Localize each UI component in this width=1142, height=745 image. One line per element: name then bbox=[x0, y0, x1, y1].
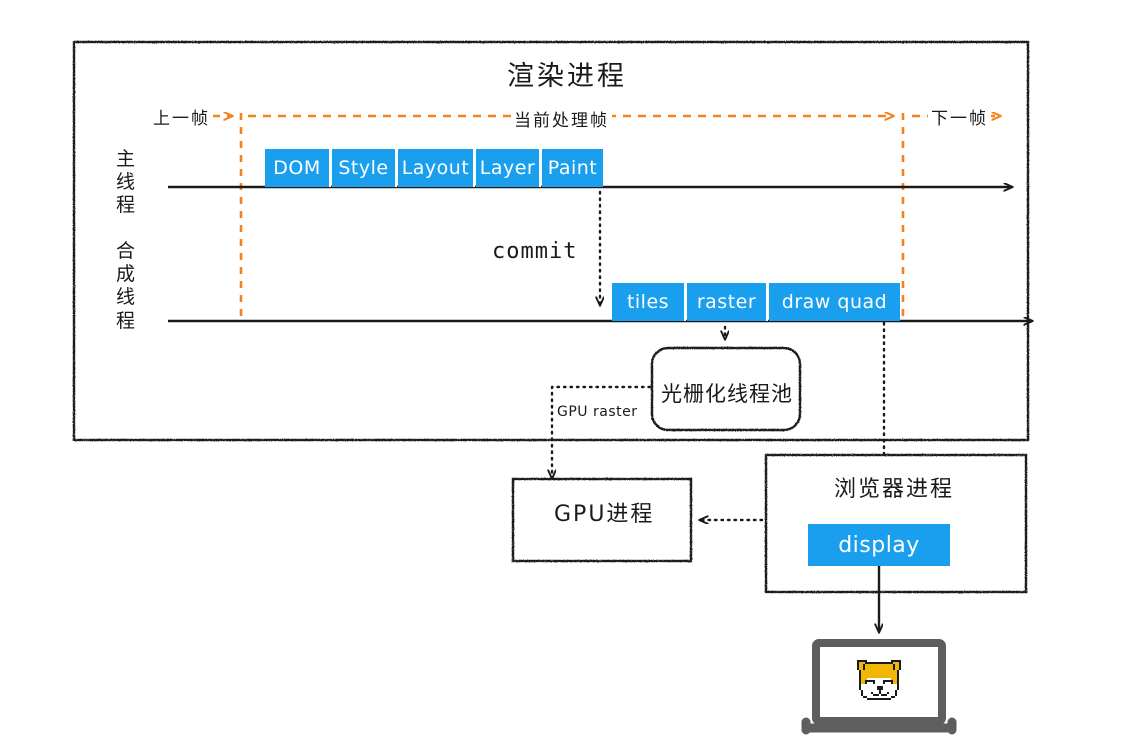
thread-timelines bbox=[168, 187, 1032, 321]
frame-label-next: 下一帧 bbox=[928, 104, 991, 129]
pipeline-block-tiles[interactable]: tiles bbox=[612, 283, 686, 321]
pipeline-block-raster[interactable]: raster bbox=[687, 283, 768, 321]
lane-label-compositor-thread-c2: 线 bbox=[115, 286, 136, 309]
pipeline-block-layer[interactable]: Layer bbox=[476, 149, 541, 187]
pipeline-block-draw-quad[interactable]: draw quad bbox=[769, 283, 900, 321]
pipeline-block-style[interactable]: Style bbox=[332, 149, 397, 187]
pipeline-block-display[interactable]: display bbox=[808, 524, 950, 566]
lane-label-main-thread-c2: 程 bbox=[115, 194, 136, 217]
frame-label-previous: 上一帧 bbox=[150, 104, 213, 129]
gpu-raster-label: GPU raster bbox=[557, 404, 638, 420]
lane-label-compositor-thread: 合 成 线 程 bbox=[114, 240, 138, 333]
lane-label-main-thread-c0: 主 bbox=[115, 148, 136, 170]
gpu-process-title: GPU进程 bbox=[554, 502, 655, 527]
browser-process-title: 浏览器进程 bbox=[834, 477, 955, 502]
frame-label-current: 当前处理帧 bbox=[511, 106, 612, 131]
lane-label-compositor-thread-c1: 成 bbox=[115, 263, 136, 286]
gpu-raster-path bbox=[552, 385, 652, 478]
pipeline-block-paint[interactable]: Paint bbox=[542, 149, 603, 187]
raster-thread-pool-label: 光栅化线程池 bbox=[661, 382, 793, 406]
commit-label: commit bbox=[492, 239, 578, 264]
pipeline-block-dom[interactable]: DOM bbox=[265, 149, 331, 187]
lane-label-compositor-thread-c0: 合 bbox=[115, 240, 136, 262]
doge-face-icon bbox=[857, 660, 901, 700]
renderer-process-title: 渲染进程 bbox=[507, 61, 627, 92]
lane-label-compositor-thread-c3: 程 bbox=[115, 309, 136, 332]
lane-label-main-thread: 主 线 程 bbox=[114, 148, 138, 218]
lane-label-main-thread-c1: 线 bbox=[115, 171, 136, 194]
pipeline-block-layout[interactable]: Layout bbox=[398, 149, 475, 187]
